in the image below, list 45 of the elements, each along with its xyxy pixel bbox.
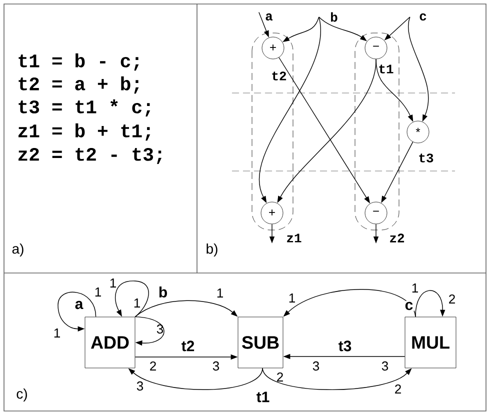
output-label: t2 <box>272 72 286 80</box>
arrow <box>58 292 96 332</box>
port-number: 3 <box>212 361 220 371</box>
edge-label: a <box>74 300 84 310</box>
unit-box: SUB <box>238 316 284 368</box>
port-number: 1 <box>134 298 140 308</box>
code-line: t1 = b - c; <box>18 53 139 71</box>
code-line: t2 = a + b; <box>18 76 139 94</box>
port-number: 1 <box>289 294 295 302</box>
panel-label: b) <box>206 243 218 257</box>
arrow <box>415 290 446 318</box>
code-line: z2 = t2 - t3; <box>18 148 162 164</box>
port-number: 2 <box>277 372 283 382</box>
edge-label: t2 <box>180 340 196 352</box>
port-number: 2 <box>150 361 156 371</box>
unit-box: MUL <box>404 316 456 368</box>
edge-label: t1 <box>255 390 271 404</box>
edge-label: b <box>157 285 169 298</box>
arrow <box>134 316 164 346</box>
arrow <box>114 280 149 318</box>
signal-label: z1 <box>287 234 302 242</box>
signal-label: a <box>266 13 273 21</box>
port-number: 2 <box>449 294 455 304</box>
port-number: 3 <box>382 361 388 371</box>
port-number: 1 <box>95 288 101 296</box>
signal-label: c <box>420 13 426 21</box>
port-number: 1 <box>110 278 116 288</box>
code-line: z1 = b + t1; <box>18 123 150 141</box>
edge-label: c <box>404 300 414 312</box>
panel-label: c) <box>16 388 27 402</box>
signal-label: b <box>331 12 338 22</box>
port-number: 3 <box>156 324 164 334</box>
unit-box: ADD <box>84 316 136 368</box>
port-number: 1 <box>412 284 418 292</box>
code-line: t3 = t1 * c; <box>18 99 150 117</box>
output-label: t3 <box>419 154 434 162</box>
port-number: 1 <box>217 288 223 298</box>
edge-label: t3 <box>337 340 353 352</box>
port-number: 3 <box>136 381 144 391</box>
port-number: 2 <box>395 384 401 394</box>
panel-label: a) <box>12 243 24 257</box>
signal-label: z2 <box>390 234 404 242</box>
output-label: t1 <box>379 64 394 74</box>
port-number: 1 <box>54 328 60 338</box>
port-number: 3 <box>312 361 320 371</box>
